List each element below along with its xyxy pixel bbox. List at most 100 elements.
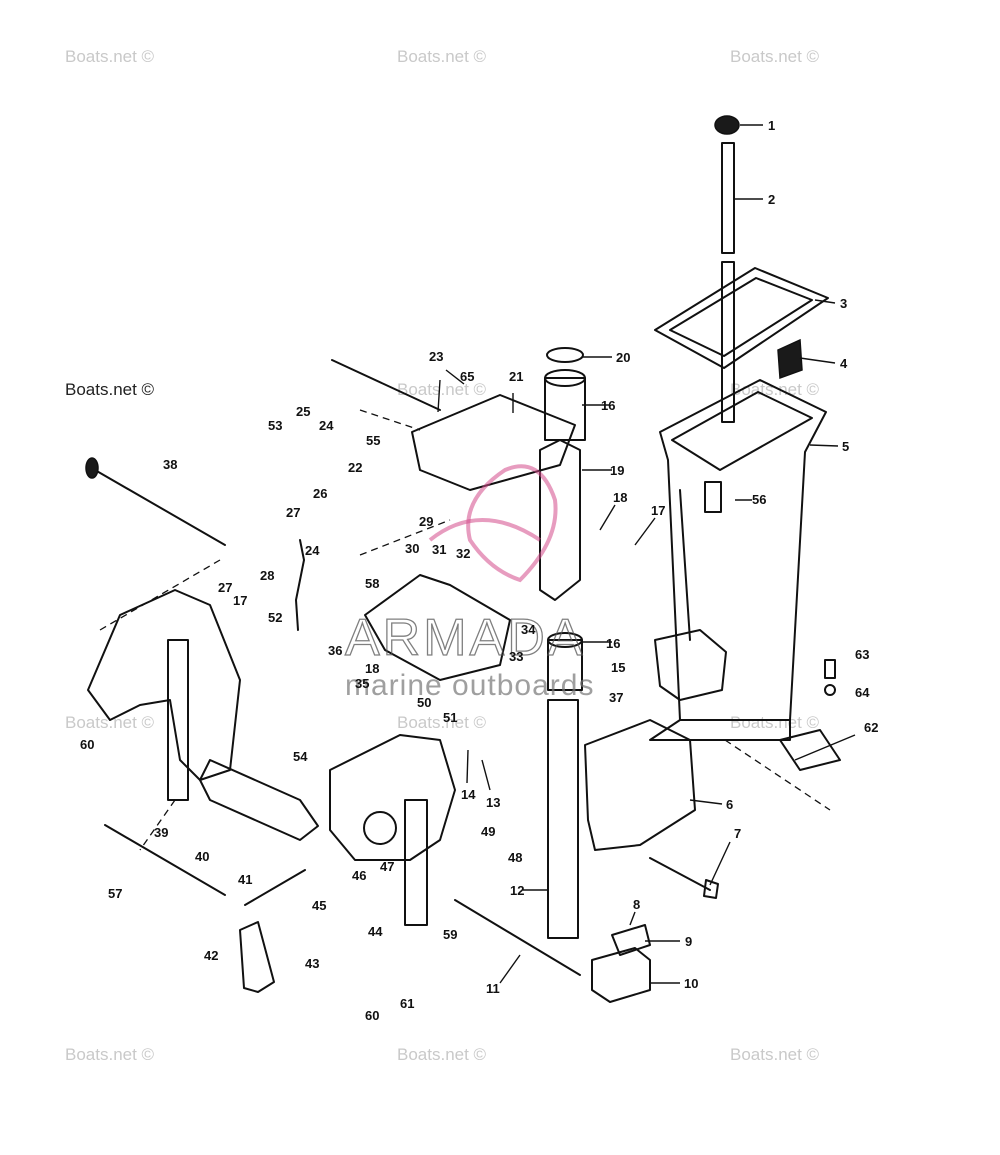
part-callout-label: 59 <box>443 927 457 942</box>
watermark-text: Boats.net © <box>730 713 820 732</box>
swivel-tube-part <box>547 699 579 939</box>
swivel-bracket-part <box>539 439 581 601</box>
shield-part <box>584 719 696 851</box>
part-callout-label: 37 <box>609 690 623 705</box>
part-callout-label: 48 <box>508 850 522 865</box>
drive-shaft-assembly <box>714 115 740 423</box>
part-callout-label: 5 <box>842 439 849 454</box>
bolt-head-part <box>85 457 99 479</box>
part-callout-label: 2 <box>768 192 775 207</box>
part-callout-label: 8 <box>633 897 640 912</box>
part-callout-label: 61 <box>400 996 414 1011</box>
part-callout-label: 56 <box>752 492 766 507</box>
part-callout-label: 63 <box>855 647 869 662</box>
part-callout-label: 47 <box>380 859 394 874</box>
part-callout-label: 34 <box>521 622 536 637</box>
bolt-head-part <box>703 879 719 899</box>
watermark-text: Boats.net © <box>730 1045 820 1064</box>
part-callout-label: 16 <box>601 398 615 413</box>
part-callout-label: 3 <box>840 296 847 311</box>
bushing-lower-part <box>547 639 583 691</box>
part-callout-label: 26 <box>313 486 327 501</box>
part-callout-label: 24 <box>319 418 334 433</box>
part-callout-label: 30 <box>405 541 419 556</box>
water-tube-part <box>721 142 735 254</box>
mount-part <box>654 629 727 701</box>
part-callout-label: 44 <box>368 924 383 939</box>
part-callout-label: 64 <box>855 685 870 700</box>
part-callout-label: 13 <box>486 795 500 810</box>
part-callout-label: 21 <box>509 369 523 384</box>
part-callout-label: 50 <box>417 695 431 710</box>
watermark-text: Boats.net © <box>65 713 155 732</box>
guide-line <box>359 409 421 431</box>
part-callout-label: 17 <box>233 593 247 608</box>
part-callout-label: 19 <box>610 463 624 478</box>
washer-part <box>824 684 836 696</box>
part-callout-label: 16 <box>606 636 620 651</box>
part-callout-label: 62 <box>864 720 878 735</box>
part-callout-label: 27 <box>218 580 232 595</box>
housing-top-part <box>671 391 813 471</box>
part-callout-label: 22 <box>348 460 362 475</box>
part-callout-label: 4 <box>840 356 848 371</box>
part-callout-label: 41 <box>238 872 252 887</box>
watermark-text: Boats.net © <box>397 713 487 732</box>
tilt-lever-part <box>239 921 275 993</box>
spring-wire-part <box>295 539 305 631</box>
part-callout-label: 18 <box>613 490 627 505</box>
housing-body-part <box>659 379 827 721</box>
screw-part <box>824 659 836 679</box>
grommet-part <box>714 115 740 135</box>
part-callout-label: 32 <box>456 546 470 561</box>
part-callout-label: 60 <box>80 737 94 752</box>
watermark-text: Boats.net © <box>65 1045 155 1064</box>
part-callout-label: 43 <box>305 956 319 971</box>
watermark-text: Boats.net © <box>65 380 155 399</box>
part-callout-label: 11 <box>486 981 500 996</box>
part-callout-label: 52 <box>268 610 282 625</box>
logo-mark-shape <box>466 464 558 583</box>
watermark-text: Boats.net © <box>397 380 487 399</box>
part-callout-label: 46 <box>352 868 366 883</box>
housing-edge-part <box>679 489 691 641</box>
part-callout-label: 54 <box>293 749 308 764</box>
armada-logo: ARMADA marine outboards <box>344 464 593 702</box>
watermark-text: Boats.net © <box>730 47 820 66</box>
watermark-text: Boats.net © <box>397 47 487 66</box>
part-callout-label: 24 <box>305 543 320 558</box>
part-callout-label: 36 <box>328 643 342 658</box>
part-callout-label: 12 <box>510 883 524 898</box>
part-callout-label: 53 <box>268 418 282 433</box>
part-callout-label: 31 <box>432 542 446 557</box>
bushing-top-part <box>544 369 586 387</box>
part-callout-label: 6 <box>726 797 733 812</box>
part-callout-label: 14 <box>461 787 476 802</box>
brand-name-text: ARMADA <box>345 609 585 667</box>
watermark-text: Boats.net © <box>397 1045 487 1064</box>
callout-layer: 1234567891011121314151616171718181920212… <box>80 118 878 1023</box>
shift-rod-part <box>331 359 441 411</box>
bushing-part <box>544 377 586 441</box>
part-callout-label: 51 <box>443 710 457 725</box>
part-callout-label: 18 <box>365 661 379 676</box>
bushing-lower-top-part <box>547 632 583 648</box>
part-callout-label: 25 <box>296 404 310 419</box>
part-callout-label: 29 <box>419 514 433 529</box>
clamp-bracket-left-part <box>87 589 241 781</box>
part-callout-label: 55 <box>366 433 380 448</box>
part-callout-label: 35 <box>355 676 369 691</box>
part-callout-label: 49 <box>481 824 495 839</box>
transom-plate-right-part <box>404 799 428 926</box>
part-callout-label: 10 <box>684 976 698 991</box>
part-callout-label: 23 <box>429 349 443 364</box>
watermark-text: Boats.net © <box>65 47 155 66</box>
watermark-layer: Boats.net © Boats.net © Boats.net © Boat… <box>65 47 820 1064</box>
part-callout-label: 45 <box>312 898 326 913</box>
part-callout-label: 27 <box>286 505 300 520</box>
part-callout-label: 7 <box>734 826 741 841</box>
gasket-inner-part <box>669 277 813 357</box>
part-callout-label: 1 <box>768 118 775 133</box>
part-callout-label: 39 <box>154 825 168 840</box>
guide-line <box>139 799 176 851</box>
